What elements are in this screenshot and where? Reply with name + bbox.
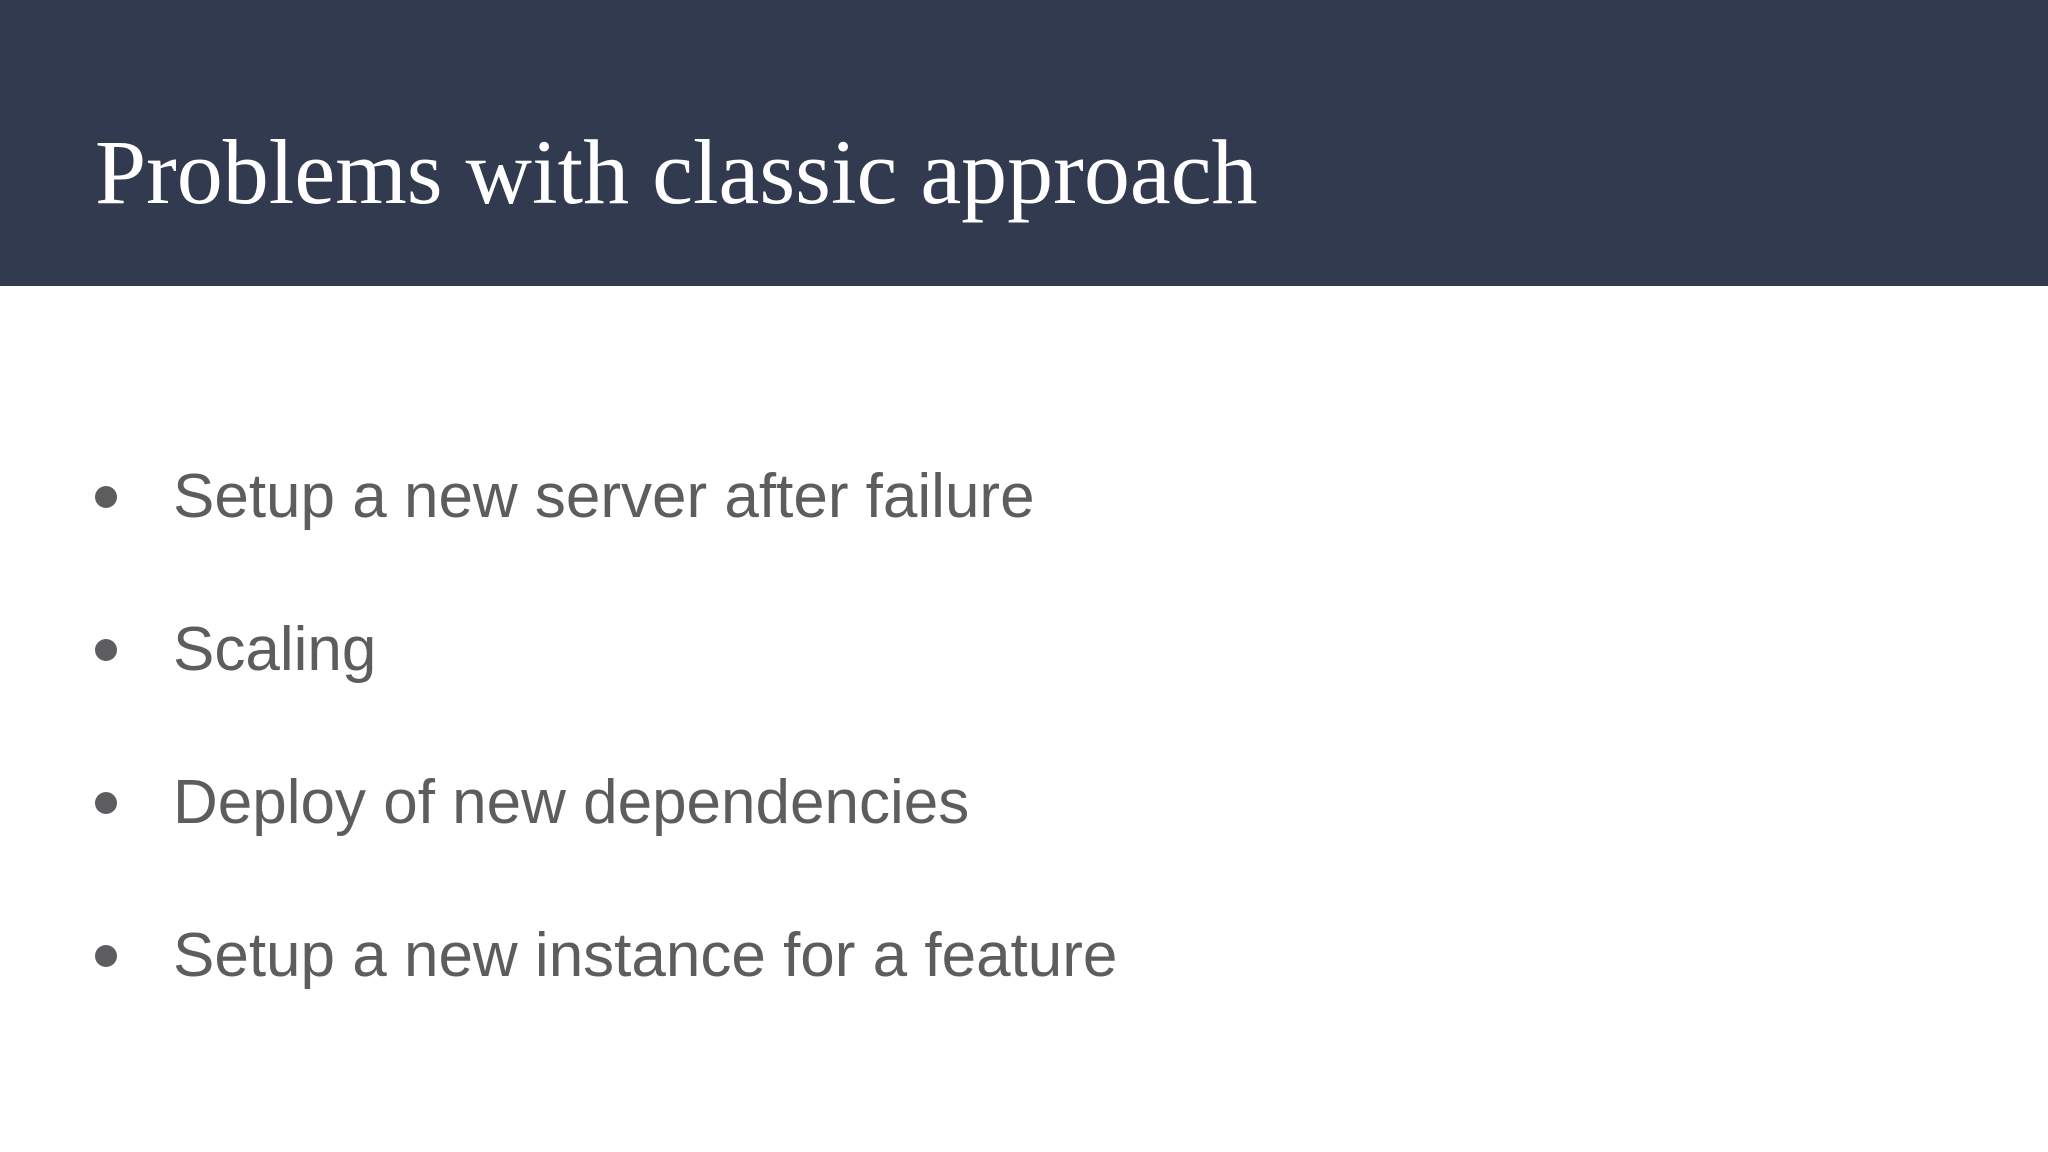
bullet-point-icon — [95, 486, 117, 508]
list-item-label: Setup a new instance for a feature — [173, 921, 1118, 990]
slide-body: Setup a new server after failure Scaling… — [0, 286, 2048, 1152]
list-item-label: Deploy of new dependencies — [173, 768, 970, 837]
list-item: Deploy of new dependencies — [95, 768, 969, 838]
list-item: Setup a new server after failure — [95, 462, 1035, 532]
bullet-point-icon — [95, 792, 117, 814]
list-item-label: Setup a new server after failure — [173, 462, 1035, 531]
slide-header-band: Problems with classic approach — [0, 0, 2048, 286]
list-item: Setup a new instance for a feature — [95, 921, 1117, 991]
list-item-label: Scaling — [173, 615, 377, 684]
bullet-point-icon — [95, 639, 117, 661]
slide-title: Problems with classic approach — [95, 121, 1258, 223]
list-item: Scaling — [95, 615, 376, 685]
bullet-point-icon — [95, 945, 117, 967]
